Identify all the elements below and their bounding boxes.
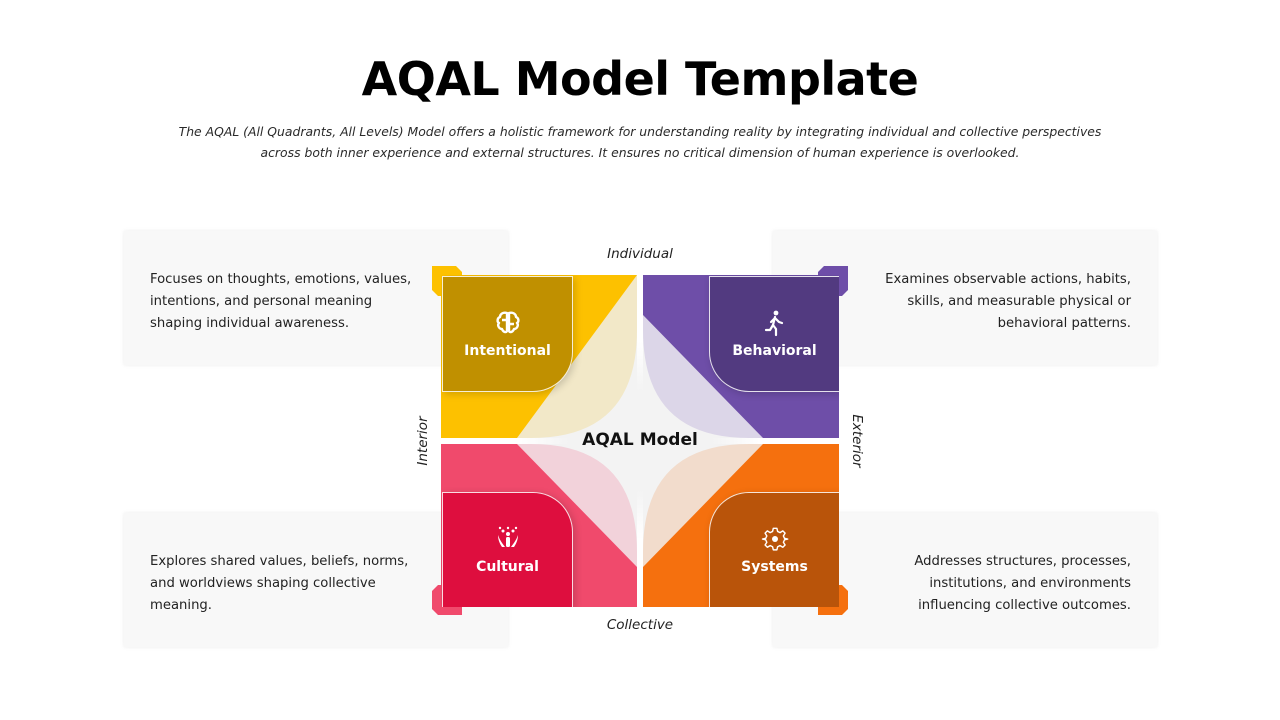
text-line: Examines observable actions, habits, — [885, 272, 1131, 287]
card-systems-text: Addresses structures, processes, institu… — [841, 551, 1131, 617]
text-line: skills, and measurable physical or — [907, 294, 1131, 309]
card-intentional-text: Focuses on thoughts, emotions, values, i… — [150, 269, 440, 335]
axis-label-collective: Collective — [606, 617, 674, 633]
diagram-center-title: AQAL Model — [582, 430, 698, 450]
page-title: AQAL Model Template — [361, 52, 919, 106]
text-line: Explores shared values, beliefs, norms, — [150, 554, 409, 569]
axis-label-exterior: Exterior — [849, 414, 865, 468]
gear-icon — [761, 527, 788, 551]
axis-label-interior: Interior — [415, 416, 431, 466]
page-subtitle: The AQAL (All Quadrants, All Levels) Mod… — [130, 121, 1150, 163]
systems-box: Systems — [709, 492, 839, 607]
quadrant-label-intentional: Intentional — [464, 343, 551, 359]
text-line: and worldviews shaping collective — [150, 576, 376, 591]
brain-icon — [495, 311, 520, 334]
subtitle-line-1: The AQAL (All Quadrants, All Levels) Mod… — [178, 124, 1102, 139]
text-line: institutions, and environments — [929, 576, 1131, 591]
text-line: influencing collective outcomes. — [918, 598, 1131, 613]
quadrant-cultural[interactable]: Cultural — [441, 444, 637, 607]
text-line: behavioral patterns. — [997, 316, 1131, 331]
quadrant-systems[interactable]: Systems — [643, 444, 839, 607]
vertical-divider — [637, 275, 643, 606]
text-line: Addresses structures, processes, — [914, 554, 1131, 569]
quadrant-intentional[interactable]: Intentional — [441, 275, 637, 438]
text-line: Focuses on thoughts, emotions, values, — [150, 272, 412, 287]
text-line: shaping individual awareness. — [150, 316, 350, 331]
quadrant-label-systems: Systems — [741, 559, 808, 575]
intentional-box: Intentional — [442, 276, 573, 392]
axis-label-individual: Individual — [607, 246, 673, 262]
quadrant-label-cultural: Cultural — [476, 559, 539, 575]
card-cultural-text: Explores shared values, beliefs, norms, … — [150, 551, 440, 617]
quadrant-label-behavioral: Behavioral — [732, 343, 817, 359]
cultural-box: Cultural — [442, 492, 573, 607]
text-line: meaning. — [150, 598, 212, 613]
community-icon — [497, 526, 518, 547]
running-person-icon — [764, 310, 783, 337]
text-line: intentions, and personal meaning — [150, 294, 373, 309]
subtitle-line-2: across both inner experience and externa… — [260, 145, 1020, 160]
quadrant-behavioral[interactable]: Behavioral — [643, 275, 839, 438]
card-behavioral-text: Examines observable actions, habits, ski… — [841, 269, 1131, 335]
behavioral-box: Behavioral — [709, 276, 839, 392]
